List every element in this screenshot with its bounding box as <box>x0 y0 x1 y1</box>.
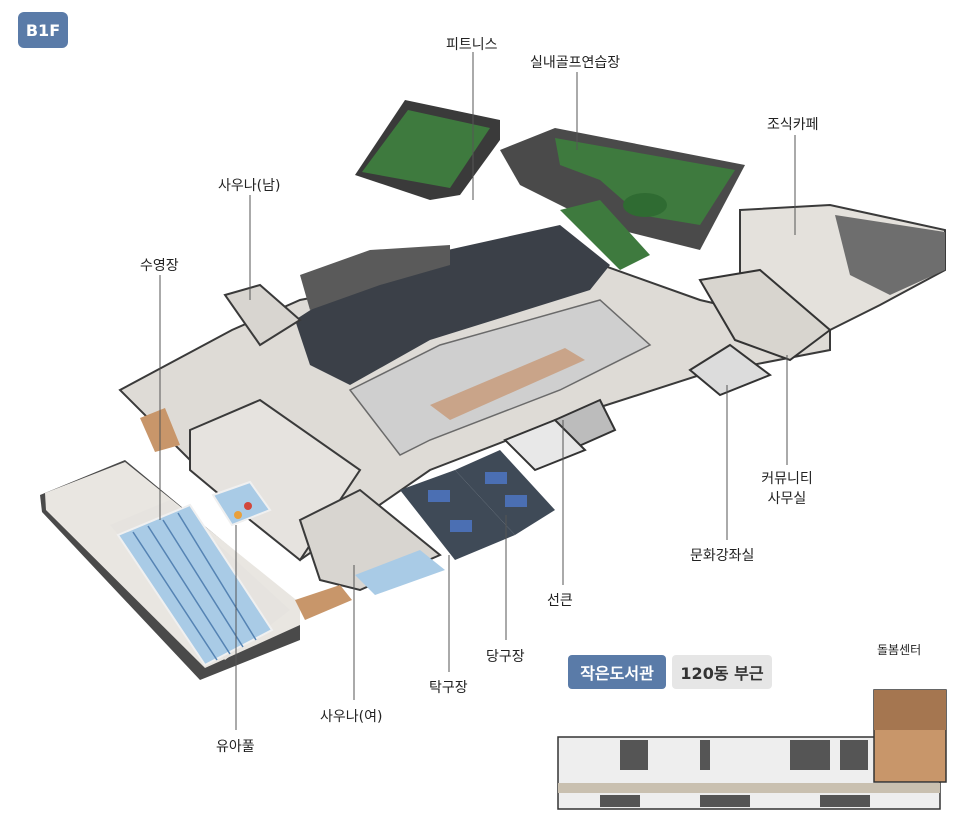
golf-booth-block <box>560 200 650 270</box>
label-billiards: 당구장 <box>486 649 525 665</box>
golf-putting-green <box>623 193 667 217</box>
table-3 <box>450 520 472 532</box>
table-1 <box>428 490 450 502</box>
label-culture: 문화강좌실 <box>690 548 755 564</box>
label-pool: 수영장 <box>140 258 179 274</box>
label-community-line1: 커뮤니티 <box>761 471 813 487</box>
label-kids-pool: 유아풀 <box>216 739 255 755</box>
label-pingpong: 탁구장 <box>429 680 468 696</box>
sauna-men-rooms <box>223 283 302 347</box>
table-2 <box>485 472 507 484</box>
table-4 <box>505 495 527 507</box>
cafe-side-rooms <box>835 215 945 295</box>
label-care-center: 돌봄센터 <box>877 643 922 657</box>
fitness-floor <box>295 225 610 385</box>
swimming-pool <box>116 503 274 667</box>
label-community: 커뮤니티 사무실 <box>757 468 817 508</box>
label-sauna-women: 사우나(여) <box>320 709 383 725</box>
sauna-wood-2 <box>295 585 352 620</box>
golf-wing-green-right <box>555 138 735 225</box>
label-community-line2: 사무실 <box>767 491 807 507</box>
sauna-women-pool <box>355 550 445 595</box>
kids-pool-toy-1 <box>234 511 242 519</box>
tab-library[interactable]: 작은도서관 <box>568 655 666 689</box>
tab-building-120[interactable]: 120동 부근 <box>672 655 772 689</box>
culture-room <box>688 343 773 397</box>
running-track <box>430 348 585 420</box>
label-sauna-men: 사우나(남) <box>218 178 281 194</box>
billiards-room <box>455 450 555 535</box>
kids-pool <box>211 480 272 527</box>
label-cafe: 조식카페 <box>767 117 819 133</box>
kids-pool-toy-2 <box>244 502 252 510</box>
inset-plan <box>557 689 947 810</box>
golf-wing-green-left <box>362 110 490 188</box>
lounge-room <box>503 418 587 472</box>
label-fitness: 피트니스 <box>446 37 498 53</box>
floor-badge: B1F <box>18 12 68 48</box>
pool-lanes <box>132 512 257 661</box>
label-golf: 실내골프연습장 <box>530 55 621 71</box>
fitness-rooms <box>300 245 450 310</box>
label-sunken: 선큰 <box>547 593 573 609</box>
community-office <box>698 268 832 362</box>
